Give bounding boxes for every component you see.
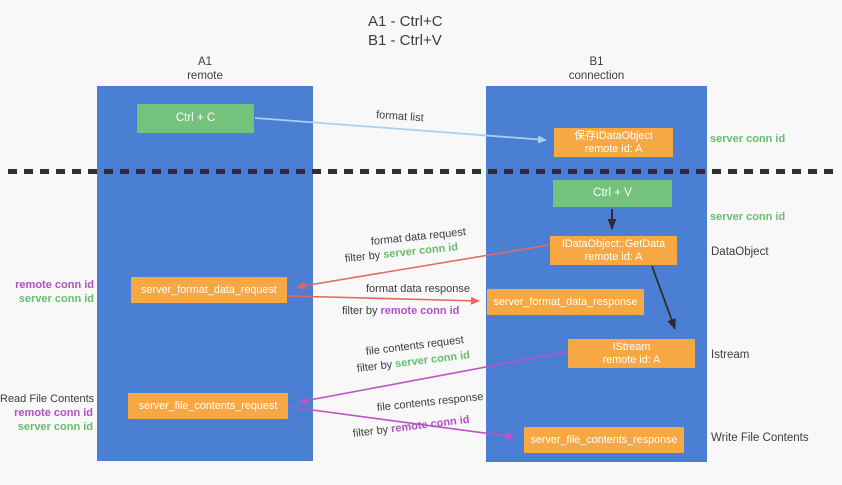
title-line-1: A1 - Ctrl+C	[368, 13, 443, 30]
label-filter-by-1: filter by	[344, 249, 381, 265]
label-format-list: format list	[375, 109, 425, 125]
node-idataobject-getdata-line1: IDataObject::GetData	[561, 237, 666, 250]
left-conn-id-block-top: remote conn id server conn id	[0, 278, 94, 306]
arrow-format-data-response	[287, 295, 480, 305]
left-conn-id-block-bottom: Read File Contents remote conn id server…	[0, 392, 95, 434]
title-line-2: B1 - Ctrl+V	[368, 32, 442, 49]
node-server-format-data-request: server_format_data_request	[131, 277, 287, 303]
label-server-conn-id-left-1: server conn id	[18, 293, 94, 305]
label-server-conn-id-right-top: server conn id	[710, 133, 786, 145]
label-filter-by-4: filter by	[352, 423, 389, 440]
node-server-format-data-response: server_format_data_response	[487, 289, 644, 315]
node-istream-line1: IStream	[612, 340, 651, 353]
column-a-subtitle: remote	[187, 70, 223, 82]
label-file-contents-response: file contents response	[376, 390, 485, 414]
node-istream: IStream remote id: A	[568, 339, 695, 368]
label-filter-by-2: filter by	[342, 305, 378, 317]
column-a-header: A1 remote	[97, 55, 313, 83]
label-remote-conn-id-filter-1: remote conn id	[380, 305, 460, 317]
label-filter-by-3: filter by	[356, 358, 393, 375]
label-remote-conn-id-left-2: remote conn id	[14, 407, 93, 419]
label-filter-remote-2: filter by remote conn id	[352, 414, 470, 441]
column-a-name: A1	[197, 56, 213, 68]
label-server-conn-id-right-mid: server conn id	[710, 211, 786, 223]
label-remote-conn-id-filter-2: remote conn id	[390, 413, 471, 436]
dashed-separator	[8, 169, 836, 174]
label-filter-remote-1: filter by remote conn id	[342, 305, 459, 318]
label-format-data-response: format data response	[366, 283, 470, 295]
node-server-file-contents-request: server_file_contents_request	[128, 393, 288, 419]
column-b-header: B1 connection	[486, 55, 707, 83]
column-b-subtitle: connection	[568, 70, 625, 82]
node-save-idataobject: 保存IDataObject remote id: A	[554, 128, 673, 157]
node-save-idataobject-line2: remote id: A	[584, 142, 643, 155]
node-ctrl-c: Ctrl + C	[137, 104, 254, 133]
label-write-file-contents: Write File Contents	[711, 432, 809, 444]
diagram-title: A1 - Ctrl+C B1 - Ctrl+V	[368, 12, 443, 50]
node-server-file-contents-response: server_file_contents_response	[524, 427, 684, 453]
label-istream-right: Istream	[711, 349, 750, 361]
node-istream-line2: remote id: A	[602, 353, 661, 366]
node-save-idataobject-line1: 保存IDataObject	[574, 129, 653, 142]
label-read-file-contents: Read File Contents	[0, 393, 95, 405]
node-ctrl-v: Ctrl + V	[553, 180, 672, 207]
column-b-name: B1	[589, 56, 604, 68]
label-dataobject: DataObject	[711, 246, 769, 258]
node-idataobject-getdata: IDataObject::GetData remote id: A	[550, 236, 677, 265]
label-remote-conn-id-left-1: remote conn id	[15, 279, 94, 291]
label-server-conn-id-left-2: server conn id	[17, 421, 93, 433]
node-idataobject-getdata-line2: remote id: A	[584, 250, 643, 263]
